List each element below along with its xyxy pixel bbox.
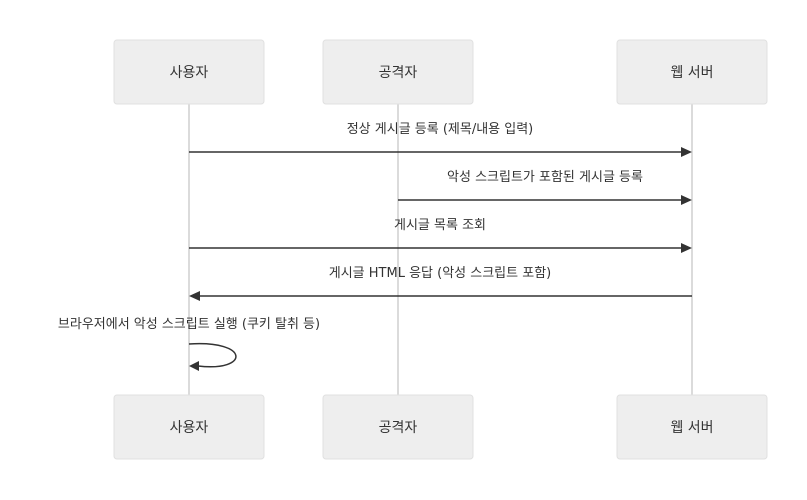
actor-attacker-bottom-label: 공격자: [379, 420, 418, 436]
message-5-arrowhead: [189, 361, 199, 371]
actor-server-bottom-label: 웹 서버: [670, 420, 713, 436]
actor-user-top-label: 사용자: [170, 65, 209, 81]
message-3: 게시글 목록 조회: [189, 218, 692, 253]
message-4: 게시글 HTML 응답 (악성 스크립트 포함): [189, 266, 692, 301]
actor-attacker-top: 공격자: [322, 39, 474, 105]
message-2-label: 악성 스크립트가 포함된 게시글 등록: [447, 170, 643, 185]
actor-server-top: 웹 서버: [616, 39, 768, 105]
message-2-arrowhead: [681, 195, 692, 205]
actor-attacker-top-label: 공격자: [379, 65, 418, 81]
actor-server-top-label: 웹 서버: [670, 65, 713, 81]
message-3-arrowhead: [681, 243, 692, 253]
message-1: 정상 게시글 등록 (제목/내용 입력): [189, 122, 692, 157]
actor-user-top: 사용자: [113, 39, 265, 105]
actor-attacker-bottom: 공격자: [322, 394, 474, 460]
message-2: 악성 스크립트가 포함된 게시글 등록: [398, 170, 692, 205]
message-4-label: 게시글 HTML 응답 (악성 스크립트 포함): [329, 266, 551, 281]
message-1-arrowhead: [681, 147, 692, 157]
actor-user-bottom: 사용자: [113, 394, 265, 460]
message-5-label: 브라우저에서 악성 스크립트 실행 (쿠키 탈취 등): [58, 316, 320, 332]
actor-server-bottom: 웹 서버: [616, 394, 768, 460]
actor-user-bottom-label: 사용자: [170, 420, 209, 436]
message-3-label: 게시글 목록 조회: [394, 218, 486, 233]
message-1-label: 정상 게시글 등록 (제목/내용 입력): [347, 122, 534, 137]
message-5-loop: [188, 342, 237, 368]
message-4-arrowhead: [189, 291, 200, 301]
message-5: 브라우저에서 악성 스크립트 실행 (쿠키 탈취 등): [58, 316, 320, 371]
